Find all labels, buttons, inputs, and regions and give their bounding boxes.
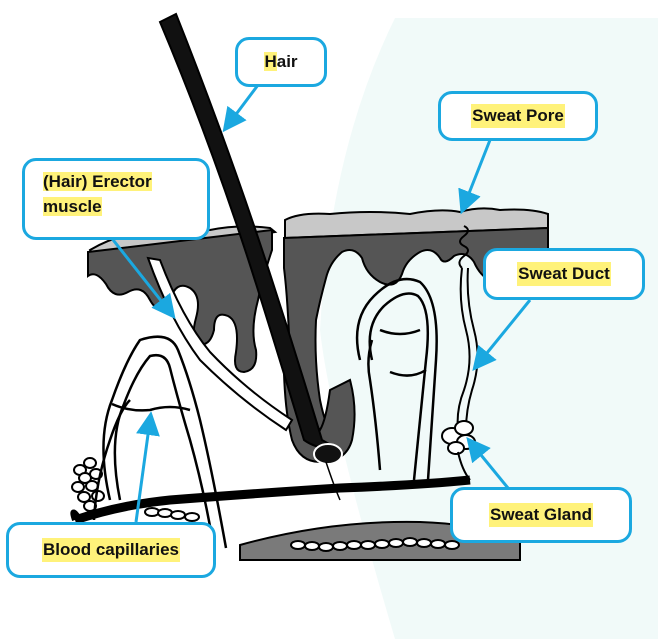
blood-capillaries-right xyxy=(355,277,438,481)
fat-cells-left xyxy=(71,457,105,512)
sweat-duct-pointer-arrow xyxy=(472,299,532,371)
sweat-gland-label: Sweat Gland xyxy=(450,487,632,543)
hair-root-strand xyxy=(325,461,341,501)
erector-muscle-shape xyxy=(146,256,294,432)
erector-pointer-arrow xyxy=(108,235,176,320)
hair-bulb xyxy=(313,443,343,465)
sweat-gland xyxy=(441,420,476,481)
epidermis-right xyxy=(284,207,549,240)
dermis-boundary-line xyxy=(73,475,471,525)
blood-capillaries-label: Blood capillaries xyxy=(6,522,216,578)
pointer-arrows xyxy=(108,84,532,523)
dermis-boundary-line-2 xyxy=(70,509,83,522)
erector-muscle-label: (Hair) Erector muscle xyxy=(22,158,210,240)
hair-label: Hair xyxy=(235,37,327,87)
capillaries-pointer-arrow xyxy=(134,411,160,523)
sweat-gland-pointer-arrow xyxy=(466,437,510,489)
hair-pointer-arrow xyxy=(222,84,260,133)
blood-capillaries-left xyxy=(92,335,228,549)
dermis-left xyxy=(87,228,273,374)
sweat-pore-label: Sweat Pore xyxy=(438,91,598,141)
sweat-duct-label: Sweat Duct xyxy=(483,248,645,300)
fat-cells-bottom xyxy=(144,507,460,552)
sweat-pore-pointer-arrow xyxy=(458,139,492,215)
